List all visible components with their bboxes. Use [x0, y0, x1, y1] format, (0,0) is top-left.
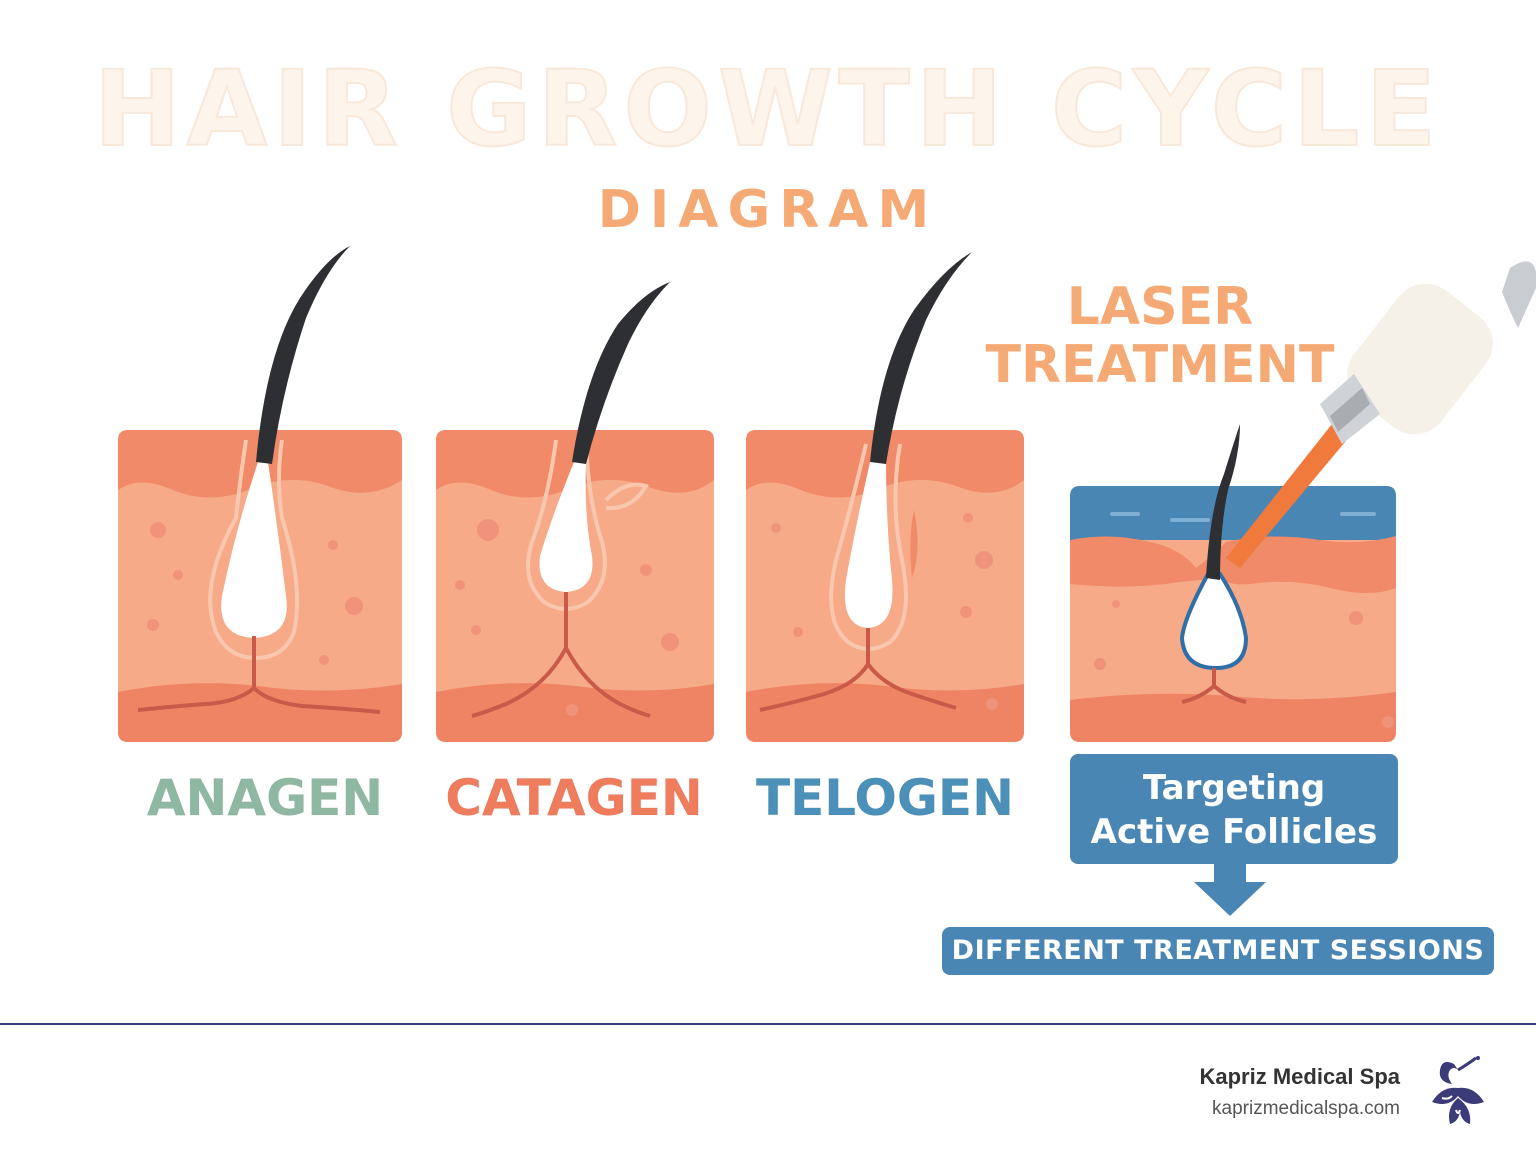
- callout-line1: Targeting: [1142, 768, 1326, 808]
- stage-label-anagen: ANAGEN: [146, 769, 384, 828]
- laser-treatment-panel: [1070, 261, 1536, 742]
- laser-title-line2: TREATMENT: [985, 335, 1335, 395]
- anagen-follicle-panel: [118, 246, 402, 742]
- treatment-sessions-banner: DIFFERENT TREATMENT SESSIONS: [942, 927, 1494, 975]
- laser-device-icon: [1320, 261, 1536, 444]
- brand-name: Kapriz Medical Spa: [1199, 1064, 1400, 1089]
- laser-treatment-title: LASER TREATMENT: [960, 278, 1360, 394]
- down-arrow-icon: [1194, 862, 1266, 916]
- spa-logo-icon: [1432, 1056, 1484, 1124]
- targeting-callout: Targeting Active Follicles: [1070, 754, 1398, 864]
- laser-title-line1: LASER: [1066, 277, 1254, 337]
- callout-line2: Active Follicles: [1090, 812, 1378, 852]
- diagram-subtitle: DIAGRAM: [597, 180, 939, 240]
- brand-url[interactable]: kaprizmedicalspa.com: [1212, 1098, 1400, 1119]
- stage-label-catagen: CATAGEN: [445, 769, 703, 828]
- diagram-title: HAIR GROWTH CYCLE: [93, 48, 1443, 170]
- footer-divider: [0, 1023, 1536, 1025]
- telogen-follicle-panel: [746, 252, 1024, 742]
- stage-label-telogen: TELOGEN: [756, 769, 1015, 828]
- catagen-follicle-panel: [436, 282, 714, 742]
